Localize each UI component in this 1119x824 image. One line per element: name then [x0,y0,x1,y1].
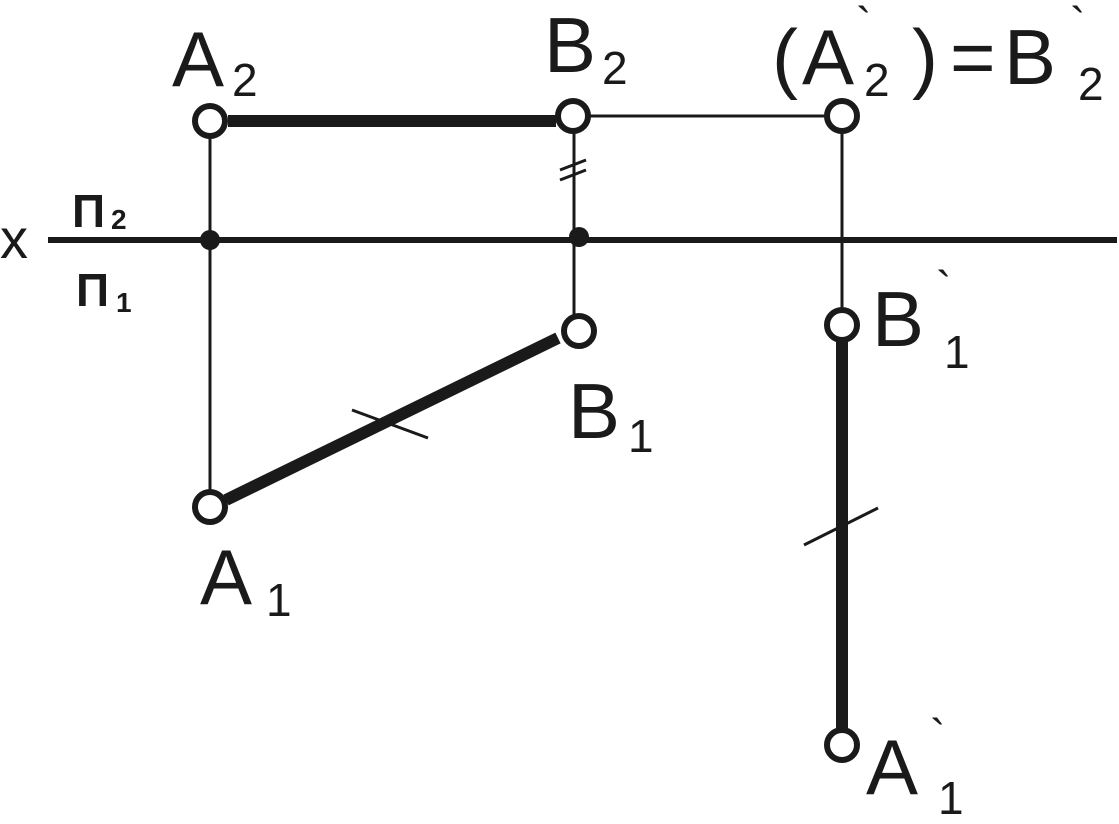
label-a2p: A [802,13,854,101]
label-b1p: B [872,275,924,363]
point-a2p-b2p [824,98,860,134]
label-a2-index: 2 [232,54,258,106]
label-a2: A [172,15,224,103]
label-a2p-index: 2 [864,54,890,106]
tick-mark-prime-segment [803,506,879,547]
axis-point-a [200,230,220,250]
plane-label-upper: П [72,185,105,237]
label-a2p-open-paren: ( [772,13,798,101]
label-b2p-prime: ` [1070,0,1085,50]
plane-label-upper-index: 2 [111,204,127,235]
segment-a1-b1 [223,332,561,506]
label-a1p: A [866,723,918,811]
label-b1p-index: 1 [944,326,970,378]
label-a1p-index: 1 [938,772,964,819]
point-a2 [192,103,228,139]
label-a1p-prime: ` [930,710,945,762]
point-b2 [555,98,591,134]
label-equals: = [950,13,996,101]
label-a2p-close-paren: ) [912,13,938,101]
label-b2: B [544,1,596,89]
plane-label-lower-index: 1 [116,287,132,318]
label-a1-index: 1 [266,574,292,626]
label-b1p-prime: ` [936,262,951,314]
double-tick-mark-2 [559,168,587,182]
point-b1p [824,307,860,343]
label-b2-index: 2 [602,42,628,94]
tick-mark-a1-b1 [351,408,429,440]
label-a2p-prime: ` [856,0,871,50]
axis-point-b [569,227,589,247]
label-b2p-index: 2 [1078,58,1104,110]
label-b1-index: 1 [628,410,654,462]
point-b1 [561,313,597,349]
point-a1 [192,489,228,525]
point-a1p [824,727,860,763]
plane-label-lower: П [76,264,109,316]
label-b1: B [568,367,620,455]
axis-label-x: x [0,207,28,270]
label-a1: A [200,533,252,621]
double-tick-mark-1 [559,158,587,172]
label-b2p: B [1004,13,1056,101]
